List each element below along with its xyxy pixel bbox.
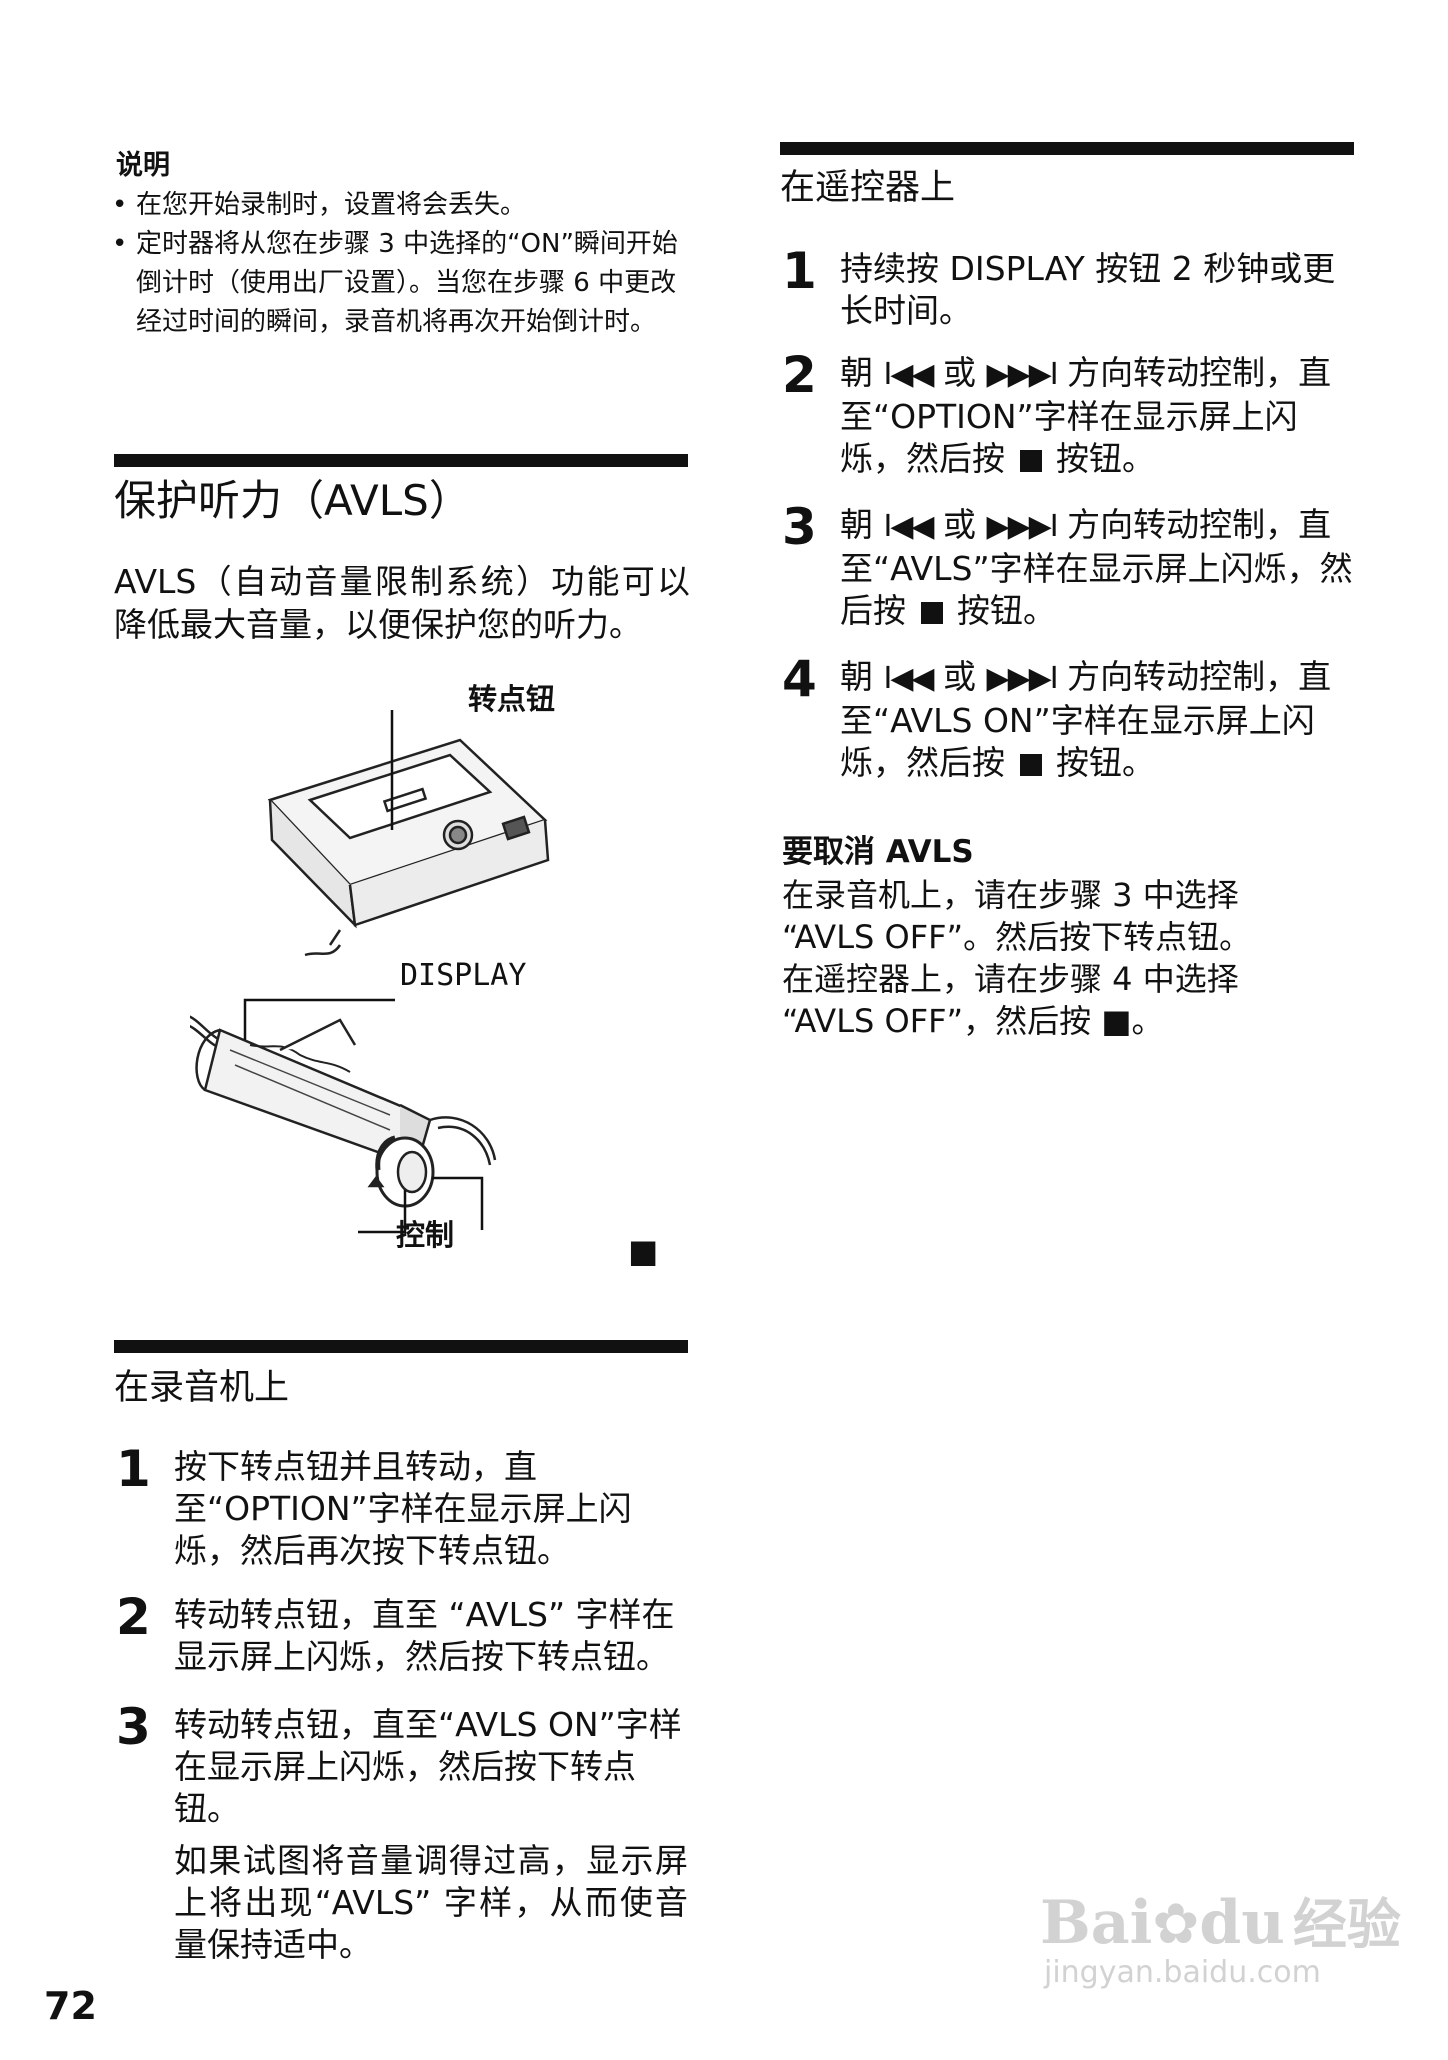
step-text: 按下转点钮并且转动，直至“OPTION”字样在显示屏上闪烁，然后再次按下转点钮。 xyxy=(174,1447,632,1570)
step-number: 2 xyxy=(116,1588,151,1646)
note-bullet-2: 定时器将从您在步骤 3 中选择的“ON”瞬间开始倒计时（使用出厂设置）。当您在步… xyxy=(110,225,688,342)
avls-intro: AVLS（自动音量限制系统）功能可以降低最大音量，以便保护您的听力。 xyxy=(114,562,690,644)
recorder-section-rule xyxy=(114,1340,688,1353)
recorder-step-3: 3 转动转点钮，直至“AVLS ON”字样在显示屏上闪烁，然后按下转点钮。 xyxy=(116,1698,688,1834)
remote-section-rule xyxy=(780,142,1354,155)
prev-track-icon: I◀◀ xyxy=(883,661,935,696)
step-text: 转动转点钮，直至 “AVLS” 字样在显示屏上闪烁，然后按下转点钮。 xyxy=(174,1595,675,1676)
step-number: 4 xyxy=(782,650,817,708)
display-leader-line xyxy=(243,998,395,1040)
cancel-body: 在录音机上，请在步骤 3 中选择 “AVLS OFF”。然后按下转点钮。 在遥控… xyxy=(782,874,1342,1042)
label-jog-dial: 转点钮 xyxy=(468,682,556,716)
recorder-remote-illustration xyxy=(190,710,550,1234)
recorder-title: 在录音机上 xyxy=(114,1368,290,1408)
step-text: 朝 I◀◀ 或 ▶▶▶I 方向转动控制，直至“OPTION”字样在显示屏上闪烁，… xyxy=(840,353,1332,478)
watermark-suffix: 经验 xyxy=(1292,1893,1401,1956)
note-heading: 说明 xyxy=(116,150,170,181)
prev-track-icon: I◀◀ xyxy=(883,509,935,544)
md-recorder-drawing xyxy=(267,738,550,957)
cancel-line-3: 在遥控器上，请在步骤 4 中选择 xyxy=(782,960,1239,998)
step-text: 朝 I◀◀ 或 ▶▶▶I 方向转动控制，直至“AVLS”字样在显示屏上闪烁，然后… xyxy=(840,505,1353,630)
remote-title: 在遥控器上 xyxy=(780,168,956,208)
remote-control-drawing xyxy=(190,1015,497,1208)
step-text: 朝 I◀◀ 或 ▶▶▶I 方向转动控制，直至“AVLS ON”字样在显示屏上闪烁… xyxy=(840,657,1332,782)
step-text: 转动转点钮，直至“AVLS ON”字样在显示屏上闪烁，然后按下转点钮。 xyxy=(174,1705,682,1828)
control-leader-line xyxy=(358,1190,407,1234)
remote-step-2: 2 朝 I◀◀ 或 ▶▶▶I 方向转动控制，直至“OPTION”字样在显示屏上闪… xyxy=(782,346,1354,482)
note-list: 在您开始录制时，设置将会丢失。 定时器将从您在步骤 3 中选择的“ON”瞬间开始… xyxy=(110,186,688,342)
next-track-icon: ▶▶▶I xyxy=(986,357,1059,392)
note-bullet-1: 在您开始录制时，设置将会丢失。 xyxy=(110,186,688,225)
step-number: 2 xyxy=(782,346,817,404)
recorder-step-1: 1 按下转点钮并且转动，直至“OPTION”字样在显示屏上闪烁，然后再次按下转点… xyxy=(116,1440,688,1576)
next-track-icon: ▶▶▶I xyxy=(986,661,1059,696)
remote-step-1: 1 持续按 DISPLAY 按钮 2 秒钟或更长时间。 xyxy=(782,242,1354,338)
next-track-icon: ▶▶▶I xyxy=(986,509,1059,544)
remote-step-4: 4 朝 I◀◀ 或 ▶▶▶I 方向转动控制，直至“AVLS ON”字样在显示屏上… xyxy=(782,650,1354,786)
step-number: 3 xyxy=(782,498,817,556)
step-number: 3 xyxy=(116,1698,151,1756)
stop-square-icon xyxy=(1019,450,1042,472)
stop-square-icon xyxy=(920,602,943,624)
watermark-brand-2: du xyxy=(1199,1888,1285,1958)
remote-step-3: 3 朝 I◀◀ 或 ▶▶▶I 方向转动控制，直至“AVLS”字样在显示屏上闪烁，… xyxy=(782,498,1354,634)
watermark-paw-icon: ✿ xyxy=(1152,1892,1200,1957)
recorder-extra-note: 如果试图将音量调得过高，显示屏上将出现“AVLS” 字样，从而使音量保持适中。 xyxy=(174,1841,688,1964)
step-number: 1 xyxy=(116,1440,151,1498)
stop-leader-line xyxy=(432,1176,484,1230)
avls-section-rule xyxy=(114,454,688,467)
cancel-line-2: “AVLS OFF”。然后按下转点钮。 xyxy=(782,918,1252,956)
step-number: 1 xyxy=(782,242,817,300)
step-text: 持续按 DISPLAY 按钮 2 秒钟或更长时间。 xyxy=(840,249,1336,330)
prev-track-icon: I◀◀ xyxy=(883,357,935,392)
avls-title: 保护听力（AVLS） xyxy=(114,476,471,525)
watermark-url: jingyan.baidu.com xyxy=(1044,1955,1321,1990)
cancel-heading: 要取消 AVLS xyxy=(782,834,974,870)
cancel-line-4: “AVLS OFF”，然后按 ■。 xyxy=(782,1002,1164,1040)
label-stop: ■ xyxy=(628,1232,659,1270)
cancel-line-1: 在录音机上，请在步骤 3 中选择 xyxy=(782,876,1239,914)
stop-square-icon xyxy=(1019,754,1042,776)
page-number: 72 xyxy=(44,1984,97,2028)
watermark-brand: Bai xyxy=(1040,1888,1153,1958)
recorder-step-2: 2 转动转点钮，直至 “AVLS” 字样在显示屏上闪烁，然后按下转点钮。 xyxy=(116,1588,688,1684)
label-display: DISPLAY xyxy=(400,958,527,993)
